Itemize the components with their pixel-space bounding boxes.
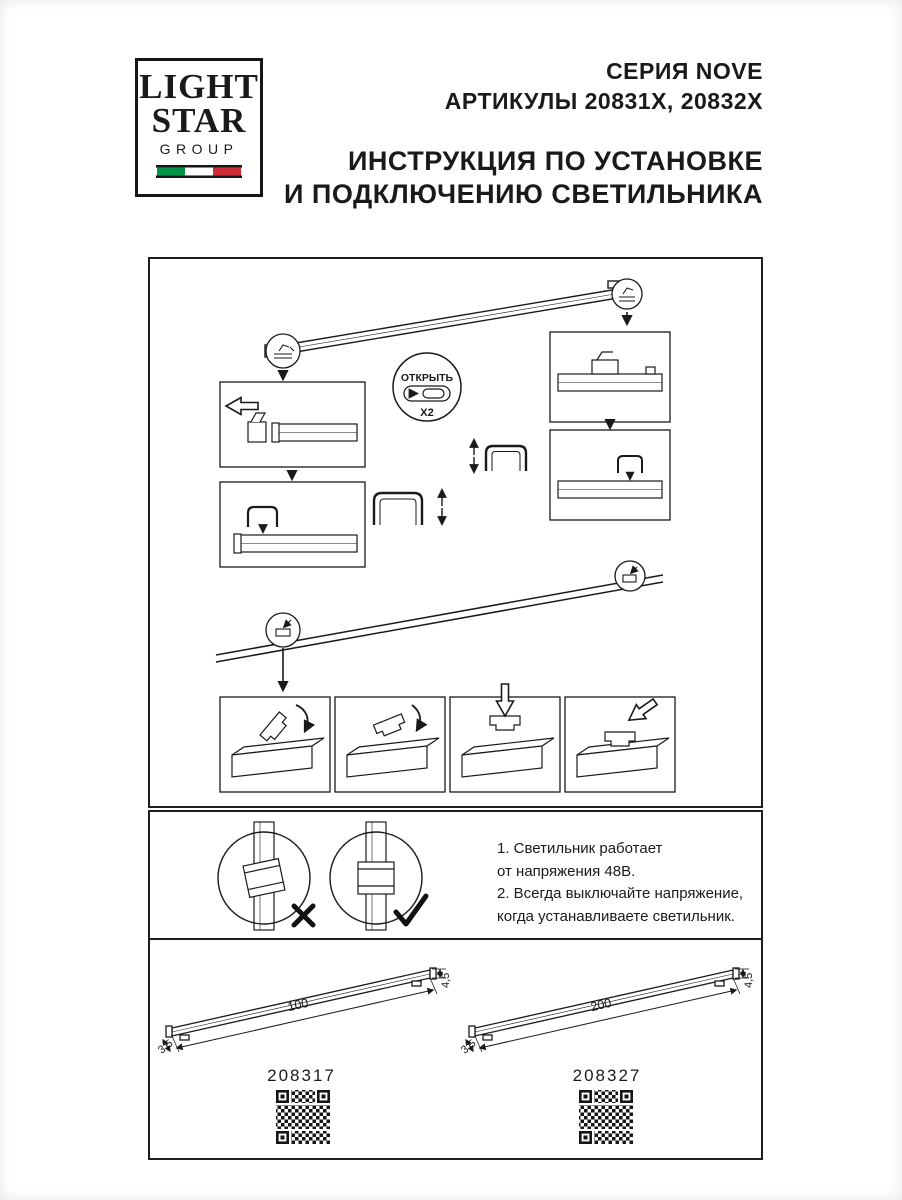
snap-arrow-icon xyxy=(623,694,661,728)
page-title-line1: ИНСТРУКЦИЯ ПО УСТАНОВКЕ xyxy=(348,146,763,176)
check-icon xyxy=(393,893,429,927)
logo-star: STAR xyxy=(151,101,247,140)
safety-notes-box: 1. Светильник работает от напряжения 48В… xyxy=(148,810,763,940)
article-numbers: АРТИКУЛЫ 20831X, 20832X xyxy=(444,88,763,114)
step-remove-endcap xyxy=(225,396,358,443)
open-count: X2 xyxy=(420,407,433,419)
clip-bracket-right xyxy=(469,438,528,474)
step-clip-above-track xyxy=(557,455,663,499)
mount-step-3 xyxy=(461,683,555,778)
track-upper xyxy=(264,280,627,358)
note-line-3: 2. Всегда выключайте напряжение, xyxy=(497,885,744,902)
installation-diagram-box: ОТКРЫТЬ X2 xyxy=(148,257,763,808)
magnifier-circle-bottom-left xyxy=(265,612,301,648)
wrong-mounting xyxy=(217,821,316,931)
logo-light: LIGHT xyxy=(139,67,259,106)
correct-mounting xyxy=(329,821,429,931)
height-dimension: 4,5 xyxy=(743,972,755,988)
qr-code xyxy=(274,1088,332,1146)
note-line-4: когда устанавливаете светильник. xyxy=(497,907,735,925)
slide-left-arrow-icon xyxy=(225,396,259,416)
logo-group: GROUP xyxy=(159,141,239,157)
height-dimension: 4,5 xyxy=(440,972,452,988)
mounting-orientation-diagram xyxy=(217,821,429,931)
lightstar-logo: LIGHT STAR GROUP xyxy=(135,58,263,197)
cap-pill-icon xyxy=(422,388,445,399)
mount-step-2 xyxy=(346,704,440,778)
flow-arrows xyxy=(277,312,633,693)
note-line-2: от напряжения 48В. xyxy=(497,862,636,880)
step-cap-lifted xyxy=(233,505,358,554)
installation-diagram: ОТКРЫТЬ X2 xyxy=(215,278,676,793)
mount-step-4 xyxy=(576,694,670,778)
detail-box-frames xyxy=(219,331,671,568)
step-clip-on-track xyxy=(557,351,663,392)
open-instruction: ОТКРЫТЬ X2 xyxy=(392,352,462,422)
page-title-line2: И ПОДКЛЮЧЕНИЮ СВЕТИЛЬНИКА xyxy=(284,179,763,209)
italian-flag-icon xyxy=(156,165,242,178)
qr-code xyxy=(577,1088,635,1146)
product-article: 208327 xyxy=(572,1066,642,1085)
magnifier-circle-bottom-right xyxy=(614,560,646,592)
product-article: 208317 xyxy=(267,1066,336,1085)
clip-bracket-left xyxy=(372,488,447,526)
magnifier-circle-top-right xyxy=(611,278,643,310)
cross-icon xyxy=(291,903,316,928)
note-line-1: 1. Светильник работает xyxy=(497,840,663,857)
series-title: СЕРИЯ NOVE xyxy=(606,58,763,84)
product-card-208327: 200 4,5 3,5 208327 xyxy=(453,940,763,1160)
magnifier-circle-top-left xyxy=(265,333,301,369)
mount-step-1 xyxy=(231,704,325,778)
safety-notes: 1. Светильник работает от напряжения 48В… xyxy=(497,838,743,928)
open-label: ОТКРЫТЬ xyxy=(401,372,454,384)
press-down-arrow-icon xyxy=(495,683,515,717)
header: СЕРИЯ NOVE АРТИКУЛЫ 20831X, 20832X ИНСТР… xyxy=(284,57,763,211)
product-card-208317: 100 4,5 3,5 208317 xyxy=(148,940,455,1160)
